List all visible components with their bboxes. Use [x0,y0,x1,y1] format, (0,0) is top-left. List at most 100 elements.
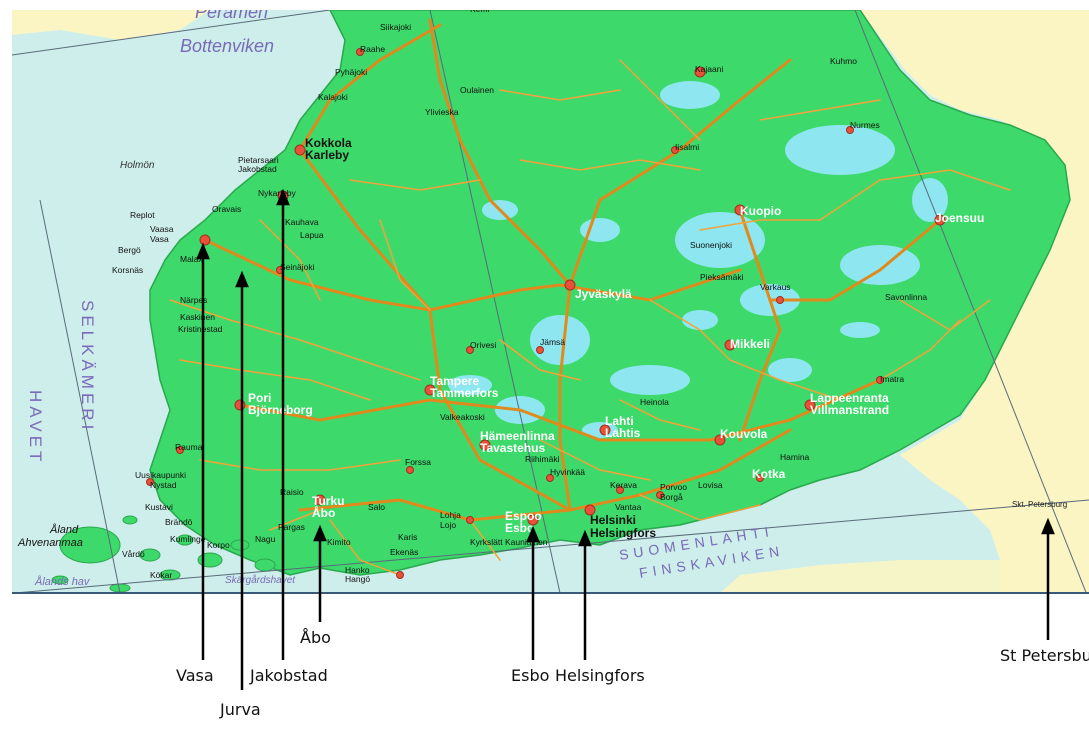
label-rauma: Rauma [175,442,203,452]
city-dot [804,399,816,411]
label-korpo: Korpo [207,540,230,550]
city-dot [656,491,664,499]
sea-vertical-labels: SELKÄMERI HAVET [26,300,97,465]
callout-line-jakobstad [276,188,290,660]
callout-label-esbo: Esbo [511,666,550,685]
city-dot [356,48,364,56]
label-loviisa: Lovisa [698,480,723,490]
city-dot [424,384,436,396]
label-lapua: Lapua [300,230,324,240]
label-lahti: Lahti [605,414,634,428]
label-bergo: Bergö [118,245,141,255]
city-dot [616,486,624,494]
label-kauhava: Kauhava [285,217,319,227]
aland-labels: Åland Ahvenanmaa [17,523,83,549]
label-tampere: Tampere [430,374,479,388]
label-karleby: Karleby [305,148,349,162]
label-borga: Borgå [660,492,683,502]
label-uusikaupunki: Uusikaupunki [135,470,186,480]
callout-label-helsingfors: Helsingfors [555,666,645,685]
city-dot [294,144,306,156]
label-malax: Malax [180,254,203,264]
label-savonlinna: Savonlinna [885,292,927,302]
city-dot [584,504,596,516]
major-city-labels: Helsinki Helsingfors Tampere Tammerfors … [248,136,984,540]
callout-line-esbo [526,525,540,660]
city-dot [776,296,784,304]
label-skt-petersburg: Skt. Petersburg [1012,500,1067,509]
label-kristinestad: Kristinestad [178,324,223,334]
label-brando: Brändö [165,517,193,527]
label-kumlinge: Kumlinge [170,534,206,544]
label-hango: Hangö [345,574,370,584]
minor-place-labels: Vaasa Vasa Jakobstad Pietarsaari Raahe K… [112,10,927,584]
city-dot [876,376,884,384]
label-korsnas: Korsnäs [112,265,143,275]
callout-label-st-petersburg: St Petersburg [1000,646,1089,665]
city-dot [671,146,679,154]
label-vantaa: Vantaa [615,502,642,512]
label-kajaani: Kajaani [695,64,723,74]
city-markers [146,48,946,579]
label-lohja: Lohja [440,510,461,520]
label-kuopio: Kuopio [740,204,781,218]
city-dot [146,478,154,486]
sweden-land [12,10,210,40]
label-kimito: Kimito [327,537,351,547]
city-dot [564,279,576,291]
label-aland-strait: Ålands hav [34,575,91,588]
label-oravais: Oravais [212,204,241,214]
callout-line-vasa [196,242,210,660]
label-turku: Turku [312,494,344,508]
city-dot [466,346,474,354]
estonia-land [330,560,1000,593]
label-raahe: Raahe [360,44,385,54]
label-jakobstad-map: Jakobstad [238,164,277,174]
label-pargas: Pargas [278,522,305,532]
label-kuhmo: Kuhmo [830,56,857,66]
callout-label-vasa: Vasa [176,666,214,685]
label-bjorneborg: Björneborg [248,403,313,417]
lakes [448,81,948,438]
callout-line-helsingfors [578,529,592,660]
label-helsinki: Helsinki [590,513,636,527]
label-hameenlinna: Hämeenlinna [480,429,555,443]
label-lojo: Lojo [440,520,456,530]
city-dot [546,474,554,482]
label-ekenas: Ekenäs [390,547,418,557]
label-orivesi: Orivesi [470,340,497,350]
city-dot [724,339,736,351]
city-dot [734,204,746,216]
city-dot [694,66,706,78]
label-villmanstrand: Villmanstrand [810,403,889,417]
label-bottenviken: Bottenviken [180,36,274,56]
city-dot [714,434,726,446]
label-pori: Pori [248,391,271,405]
city-dot [396,571,404,579]
label-karis: Karis [398,532,417,542]
label-perameri: Perämeri [195,2,269,22]
label-ylivieska: Ylivieska [425,107,459,117]
city-dot [234,399,246,411]
label-salo: Salo [368,502,385,512]
russia-land [860,10,1089,593]
city-dot [176,446,184,454]
label-nagu: Nagu [255,534,276,544]
label-kouvola: Kouvola [720,427,768,441]
label-riihimaki: Riihimäki [525,454,560,464]
callout-label-jakobstad: Jakobstad [250,666,328,685]
callout-line-jurva [235,270,249,690]
label-forssa: Forssa [405,457,431,467]
label-lahtis: Lahtis [605,426,641,440]
label-lappeenranta: Lappeenranta [810,391,889,405]
city-dot [599,424,611,436]
city-dot [756,474,764,482]
label-nystad: Nystad [150,480,177,490]
roads [169,18,1011,576]
label-tammerfors: Tammerfors [430,386,499,400]
label-tavastehus: Tavastehus [480,441,545,455]
label-valkeakoski: Valkeakoski [440,412,485,422]
label-pietarsaari: Pietarsaari [238,155,279,165]
